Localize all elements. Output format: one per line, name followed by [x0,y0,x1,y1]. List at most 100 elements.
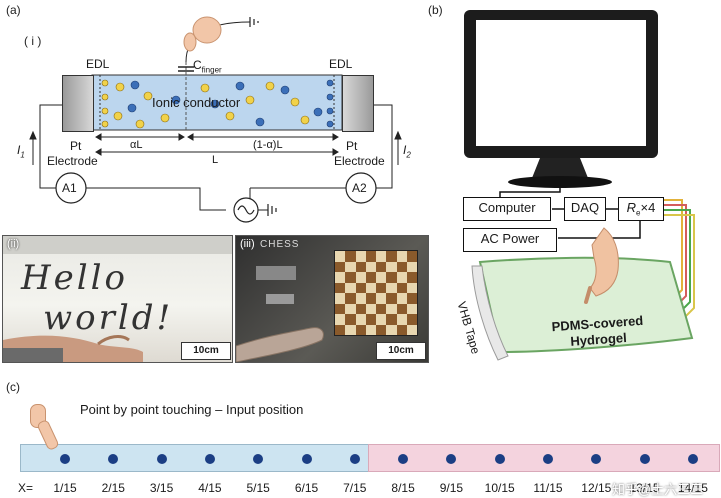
position-label: 5/15 [246,481,270,495]
chess-square [365,282,376,293]
monitor-screen [476,20,646,146]
chess-title: CHESS [260,239,300,250]
dimension-arrows [95,133,339,156]
touch-point-dot [156,454,167,464]
edl-left-label: EDL [86,57,110,71]
chess-square [406,251,417,262]
chess-square [406,303,417,314]
chess-square [406,293,417,304]
computer-box: Computer [463,197,551,221]
hand-on-board-illustration [3,236,232,362]
touch-point-dot [253,454,264,464]
hand-icon [589,227,619,297]
chess-square [345,282,356,293]
chess-menu-bar [256,266,296,280]
arm-illustration [236,327,324,362]
touch-caption: Point by point touching – Input position [80,402,304,417]
chess-square [376,251,387,262]
handwritten-hello: Hello [21,258,128,298]
position-label: 2/15 [101,481,125,495]
chess-square [355,261,366,272]
position-label: 1/15 [53,481,77,495]
chess-square [355,251,366,262]
chess-square [355,324,366,335]
touch-point-dot [639,454,650,464]
scale-bar-ii: 10cm [181,342,231,360]
electrode-right-label: Electrode [334,154,385,168]
chess-button [266,294,294,304]
chess-square [386,324,397,335]
touch-point-dot [494,454,505,464]
current-i2-label: I2 [403,143,411,160]
touch-point-dot [60,454,70,464]
pt-left-label: Pt [70,139,82,153]
pointing-finger-icon [584,286,592,304]
current-i1-label: I1 [17,143,25,160]
chess-square [386,251,397,262]
chess-square [365,303,376,314]
chess-square [365,324,376,335]
monitor-stand [532,158,588,178]
position-label: 7/15 [343,481,367,495]
watermark: 知乎@土六三三 [612,482,704,497]
ammeter-a1 [55,172,87,204]
ac-power-box: AC Power [463,228,557,252]
position-label: 9/15 [439,481,464,495]
scale-bar-iii: 10cm [376,342,426,360]
handwritten-world: world! [43,298,174,338]
vhb-tape-edge [471,265,509,361]
ammeter-a2 [345,172,377,204]
c-finger-label: Cfinger [193,58,222,75]
length-l-label: L [212,154,219,166]
hydrogel-sheet [478,256,694,354]
chess-square [386,293,397,304]
electrode-left-label: Electrode [47,154,98,168]
touch-point-dot [398,454,409,464]
chess-square [355,303,366,314]
ionic-sensor-circuit-diagram: ++++ ++++ [29,16,402,223]
chess-square [386,314,397,325]
left-pt-electrode [62,75,94,132]
position-label: 14/15 [677,481,708,495]
chess-square [345,261,356,272]
finger-icon [192,16,222,44]
touch-point-dot [687,454,698,464]
panel-b-label: (b) [428,3,443,17]
chess-square [335,251,346,262]
chess-square [345,303,356,314]
right-pt-electrode [342,75,374,132]
chess-square [376,324,387,335]
chess-square [396,303,407,314]
position-label: 4/15 [198,481,222,495]
chess-square [376,303,387,314]
chess-square [345,251,356,262]
edl-right-label: EDL [329,57,353,71]
chess-square [355,293,366,304]
alpha-l-label: αL [130,139,143,151]
monitor-base [508,176,612,188]
position-label: 6/15 [294,481,319,495]
touch-point-dot [591,454,602,464]
chess-square [335,272,346,283]
chess-square [396,272,407,283]
chess-square [376,282,387,293]
position-label: 13/15 [629,481,660,495]
chess-square [345,272,356,283]
chess-game-photo: (iii) CHESS 10cm [235,235,429,363]
chess-square [365,251,376,262]
ammeter-a2-label: A2 [352,181,367,195]
chess-square [396,314,407,325]
position-label: 8/15 [391,481,415,495]
chess-square [376,293,387,304]
chess-square [376,261,387,272]
chess-square [406,261,417,272]
input-strip-blue [20,444,370,472]
touch-point-dot [446,454,457,464]
touch-point-dot [349,454,360,464]
chess-square [355,282,366,293]
touch-point-dot [204,454,215,464]
chess-square [355,314,366,325]
position-label: 3/15 [149,481,174,495]
touch-point-dot [301,454,312,464]
chess-square [396,293,407,304]
